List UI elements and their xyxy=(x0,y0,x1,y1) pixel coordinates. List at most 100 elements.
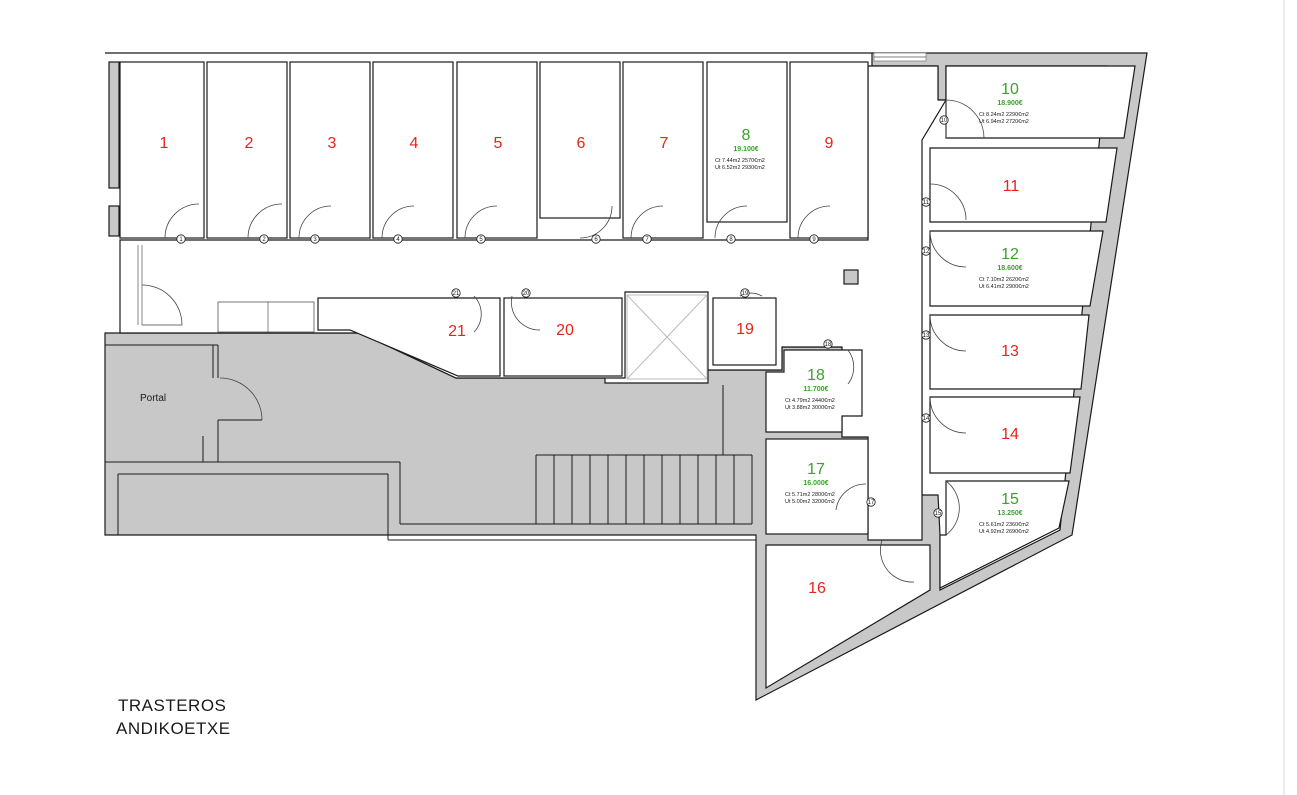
unit-9-number: 9 xyxy=(825,135,834,152)
unit-11-number: 11 xyxy=(1003,178,1020,195)
unit-8-room[interactable] xyxy=(706,61,788,223)
door-swing-16 xyxy=(473,295,482,333)
unit-3-number: 3 xyxy=(328,135,337,152)
door-swing-17 xyxy=(511,295,541,331)
door-tag-7: 7 xyxy=(645,237,649,243)
door-tag-10-circle xyxy=(939,115,949,125)
unit-4-room[interactable] xyxy=(372,61,454,239)
unit-7-room[interactable] xyxy=(622,61,704,239)
door-tag-11: 11 xyxy=(923,200,930,206)
unit-1-room[interactable] xyxy=(119,61,205,239)
door-tag-3: 3 xyxy=(313,237,317,243)
door-tag-1: 1 xyxy=(179,237,183,243)
door-tag-9-circle xyxy=(809,234,819,244)
unit-18-room[interactable] xyxy=(765,349,863,433)
unit-10-ct: Ct 8.24m2 2290€m2 xyxy=(979,112,1029,118)
unit-17-room[interactable] xyxy=(765,438,869,535)
unit-14-number: 14 xyxy=(1001,426,1019,443)
door-tag-8-circle xyxy=(726,234,736,244)
door-tag-12: 12 xyxy=(923,249,930,255)
unit-15-ct: Ct 5.61m2 2360€m2 xyxy=(979,522,1029,528)
door-tag-10: 10 xyxy=(941,118,948,124)
unit-16-room[interactable] xyxy=(765,544,931,690)
door-tag-5: 5 xyxy=(479,237,483,243)
unit-3-room[interactable] xyxy=(289,61,371,239)
unit-19-room[interactable] xyxy=(712,297,777,366)
door-swing-2 xyxy=(247,203,283,239)
unit-6-number: 6 xyxy=(577,135,586,152)
door-tag-20-circle xyxy=(521,288,531,298)
unit-13-room[interactable] xyxy=(929,314,1090,390)
title-line-2: ANDIKOETXE xyxy=(116,719,231,738)
door-tag-6: 6 xyxy=(594,237,598,243)
portal-label: Portal xyxy=(140,393,166,404)
unit-17-ut: Ut 5.00m2 3200€m2 xyxy=(785,499,835,505)
unit-10-room[interactable] xyxy=(945,65,1136,139)
unit-17-number: 17 xyxy=(807,461,825,478)
elevator-shaft xyxy=(626,294,708,380)
door-tag-21-circle xyxy=(451,288,461,298)
unit-15-price: 13.250€ xyxy=(997,510,1022,517)
top-row-units xyxy=(119,61,869,239)
door-swing-6 xyxy=(579,205,613,239)
door-tag-1-circle xyxy=(176,234,186,244)
unit-19-number: 19 xyxy=(736,321,754,338)
unit-12-room[interactable] xyxy=(929,230,1104,307)
unit-21-room[interactable] xyxy=(317,297,501,377)
unit-9-room[interactable] xyxy=(789,61,869,239)
door-tag-18-circle xyxy=(823,339,833,349)
door-swing-19 xyxy=(835,483,867,511)
unit-2-room[interactable] xyxy=(206,61,288,239)
title-line-1: TRASTEROS xyxy=(118,696,226,715)
unit-18-number: 18 xyxy=(807,367,825,384)
unit-6-room[interactable] xyxy=(539,61,621,219)
unit-8-ct: Ct 7.44m2 2570€m2 xyxy=(715,158,765,164)
unit-12-ct: Ct 7.10m2 2620€m2 xyxy=(979,277,1029,283)
door-swing-1 xyxy=(164,203,200,239)
door-swing-13 xyxy=(929,314,967,352)
door-swing-9 xyxy=(797,205,831,239)
door-tag-15: 15 xyxy=(935,511,942,517)
door-tag-5-circle xyxy=(476,234,486,244)
unit-10-ut: Ut 6.94m2 2720€m2 xyxy=(979,119,1029,125)
unit-5-room[interactable] xyxy=(456,61,538,239)
unit-11-room[interactable] xyxy=(929,147,1118,223)
door-tag-14-circle xyxy=(921,413,931,423)
unit-12-ut: Ut 6.41m2 2900€m2 xyxy=(979,284,1029,290)
door-swing-14 xyxy=(929,396,967,434)
door-tag-8: 8 xyxy=(729,237,733,243)
unit-10-number: 10 xyxy=(1001,81,1019,98)
door-tag-21: 21 xyxy=(453,291,460,297)
door-tag-17: 17 xyxy=(868,500,875,506)
door-tag-2-circle xyxy=(259,234,269,244)
unit-10-price: 18.900€ xyxy=(997,100,1022,107)
door-swing-15 xyxy=(945,480,960,536)
left-service-area xyxy=(108,61,315,333)
unit-12-price: 18.600€ xyxy=(997,265,1022,272)
unit-4-number: 4 xyxy=(410,135,419,152)
unit-5-number: 5 xyxy=(494,135,503,152)
door-swing-11 xyxy=(929,183,967,221)
unit-14-room[interactable] xyxy=(929,396,1081,474)
door-tag-4-circle xyxy=(393,234,403,244)
unit-18-ut: Ut 3.88m2 3000€m2 xyxy=(785,405,835,411)
door-tag-7-circle xyxy=(642,234,652,244)
right-column-units xyxy=(929,65,1136,589)
unit-2-number: 2 xyxy=(245,135,254,152)
unit-1-number: 1 xyxy=(160,135,169,152)
unit-17-price: 16.000€ xyxy=(803,480,828,487)
unit-15-number: 15 xyxy=(1001,491,1019,508)
column xyxy=(843,269,859,285)
door-tag-14: 14 xyxy=(923,416,930,422)
door-tag-2: 2 xyxy=(262,237,266,243)
unit-17-ct: Ct 5.71m2 2800€m2 xyxy=(785,492,835,498)
unit-12-number: 12 xyxy=(1001,246,1019,263)
door-tag-18: 18 xyxy=(825,342,832,348)
unit-20-room[interactable] xyxy=(503,297,623,377)
unit-15-ut: Ut 4.92m2 2690€m2 xyxy=(979,529,1029,535)
door-swing-8 xyxy=(714,205,748,239)
unit-8-ut: Ut 6.52m2 2930€m2 xyxy=(715,165,765,171)
door-tag-20: 20 xyxy=(523,291,530,297)
